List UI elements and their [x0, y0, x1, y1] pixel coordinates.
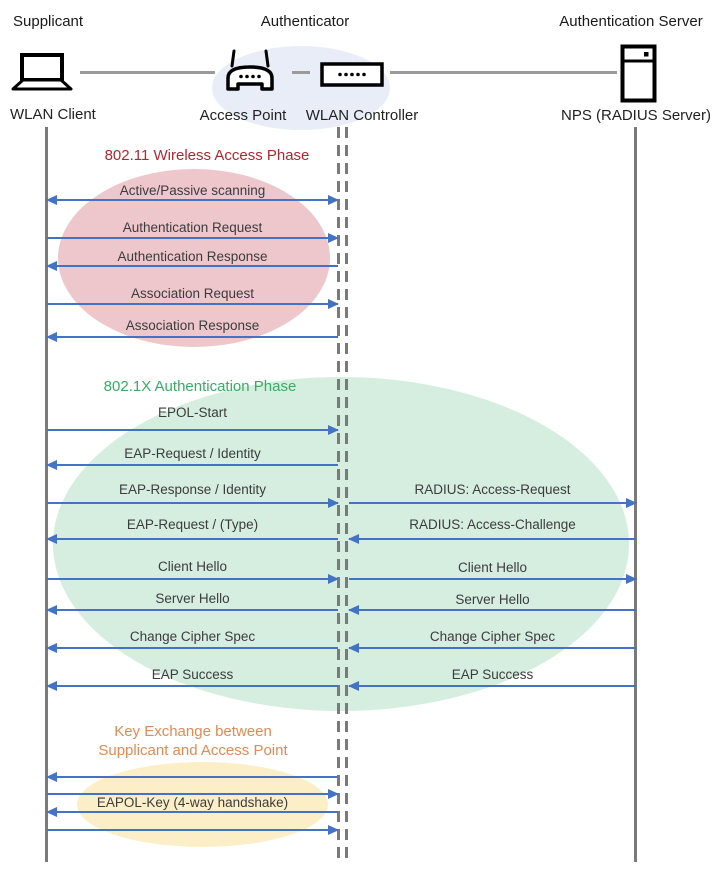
- device-label-nps-radius-server: NPS (RADIUS Server): [560, 107, 712, 124]
- message-label: Client Hello: [457, 560, 528, 575]
- message-arrow: [47, 299, 339, 309]
- message-arrow: [46, 681, 338, 691]
- laptop-icon: [10, 52, 74, 92]
- arrowhead-left-icon: [46, 772, 57, 782]
- message-arrow: [46, 534, 338, 544]
- message-label: Client Hello: [157, 559, 228, 574]
- message-label: Association Response: [125, 318, 260, 333]
- arrowhead-left-icon: [46, 643, 57, 653]
- arrowhead-right-icon: [328, 425, 339, 435]
- access-point-icon: [221, 48, 279, 92]
- arrowhead-left-icon: [348, 643, 359, 653]
- phase2-ellipse: [53, 377, 629, 711]
- role-label-authenticator: Authenticator: [260, 13, 350, 30]
- message-arrow: [46, 605, 338, 615]
- arrowhead-left-icon: [46, 605, 57, 615]
- arrowhead-left-icon: [46, 332, 57, 342]
- message-label: RADIUS: Access-Request: [414, 482, 571, 497]
- message-label: Association Request: [130, 286, 255, 301]
- phase3-title: Key Exchange between Supplicant and Acce…: [78, 722, 308, 760]
- message-label: EPOL-Start: [157, 405, 228, 420]
- message-label: EAP-Request / (Type): [126, 517, 259, 532]
- message-arrow: [46, 772, 338, 782]
- message-label: Active/Passive scanning: [119, 183, 266, 198]
- arrowhead-left-icon: [46, 460, 57, 470]
- message-arrow: [46, 460, 338, 470]
- arrowhead-left-icon: [46, 807, 57, 817]
- message-arrow: [349, 574, 637, 584]
- message-label: Authentication Request: [122, 220, 263, 235]
- authenticator-halo-ellipse: [212, 46, 390, 130]
- message-arrow: [348, 643, 636, 653]
- lifeline-authenticator-dashed-left: [337, 127, 340, 859]
- role-label-authentication-server: Authentication Server: [559, 13, 703, 30]
- arrowhead-right-icon: [328, 299, 339, 309]
- message-arrow: [46, 195, 339, 205]
- message-arrow: [47, 789, 339, 799]
- message-arrow: [47, 425, 339, 435]
- message-arrow: [47, 574, 339, 584]
- connector-controller-to-server: [390, 71, 617, 74]
- phase2-title: 802.1X Authentication Phase: [103, 378, 297, 395]
- message-label: Server Hello: [455, 592, 530, 607]
- phase1-title: 802.11 Wireless Access Phase: [104, 147, 310, 164]
- message-arrow: [46, 807, 338, 817]
- message-arrow: [46, 261, 338, 271]
- wlan-controller-icon: [320, 62, 384, 87]
- message-arrow: [348, 605, 636, 615]
- message-label: Change Cipher Spec: [129, 629, 256, 644]
- message-label: Authentication Response: [117, 249, 268, 264]
- arrowhead-left-icon: [46, 261, 57, 271]
- role-label-supplicant: Supplicant: [13, 13, 84, 30]
- arrowhead-left-icon: [46, 681, 57, 691]
- message-arrow: [46, 332, 338, 342]
- arrowhead-left-icon: [46, 534, 57, 544]
- lifeline-radius-server: [634, 127, 637, 862]
- phase1-ellipse: [58, 169, 330, 347]
- lifeline-wlan-client: [45, 127, 48, 862]
- message-arrow: [348, 534, 636, 544]
- message-label: EAPOL-Key (4-way handshake): [96, 795, 289, 810]
- arrowhead-right-icon: [626, 498, 637, 508]
- device-label-wlan-controller: WLAN Controller: [305, 107, 419, 124]
- message-arrow: [349, 498, 637, 508]
- arrowhead-right-icon: [328, 789, 339, 799]
- message-arrow: [47, 498, 339, 508]
- message-label: RADIUS: Access-Challenge: [409, 517, 576, 532]
- message-label: EAP Success: [451, 667, 534, 682]
- message-arrow: [47, 825, 339, 835]
- server-icon: [620, 44, 657, 103]
- connector-ap-to-controller: [292, 71, 310, 74]
- arrowhead-right-icon: [328, 498, 339, 508]
- connector-client-to-ap: [80, 71, 215, 74]
- arrowhead-right-icon: [626, 574, 637, 584]
- device-label-access-point: Access Point: [199, 107, 287, 124]
- arrowhead-right-icon: [328, 233, 339, 243]
- message-arrow: [348, 681, 636, 691]
- message-arrow: [46, 643, 338, 653]
- message-label: Change Cipher Spec: [429, 629, 556, 644]
- arrowhead-left-icon: [348, 534, 359, 544]
- message-label: EAP-Request / Identity: [124, 446, 261, 461]
- arrowhead-left-icon: [46, 195, 57, 205]
- message-arrow: [47, 233, 339, 243]
- arrowhead-right-icon: [328, 195, 339, 205]
- arrowhead-left-icon: [348, 681, 359, 691]
- phase3-title-line2: Supplicant and Access Point: [98, 742, 288, 759]
- device-label-wlan-client: WLAN Client: [10, 106, 96, 123]
- lifeline-authenticator-dashed-right: [345, 127, 348, 859]
- message-label: EAP-Response / Identity: [118, 482, 267, 497]
- message-label: Server Hello: [155, 591, 230, 606]
- phase3-title-line1: Key Exchange between: [114, 723, 272, 740]
- message-label: EAP Success: [151, 667, 234, 682]
- arrowhead-right-icon: [328, 825, 339, 835]
- arrowhead-right-icon: [328, 574, 339, 584]
- arrowhead-left-icon: [348, 605, 359, 615]
